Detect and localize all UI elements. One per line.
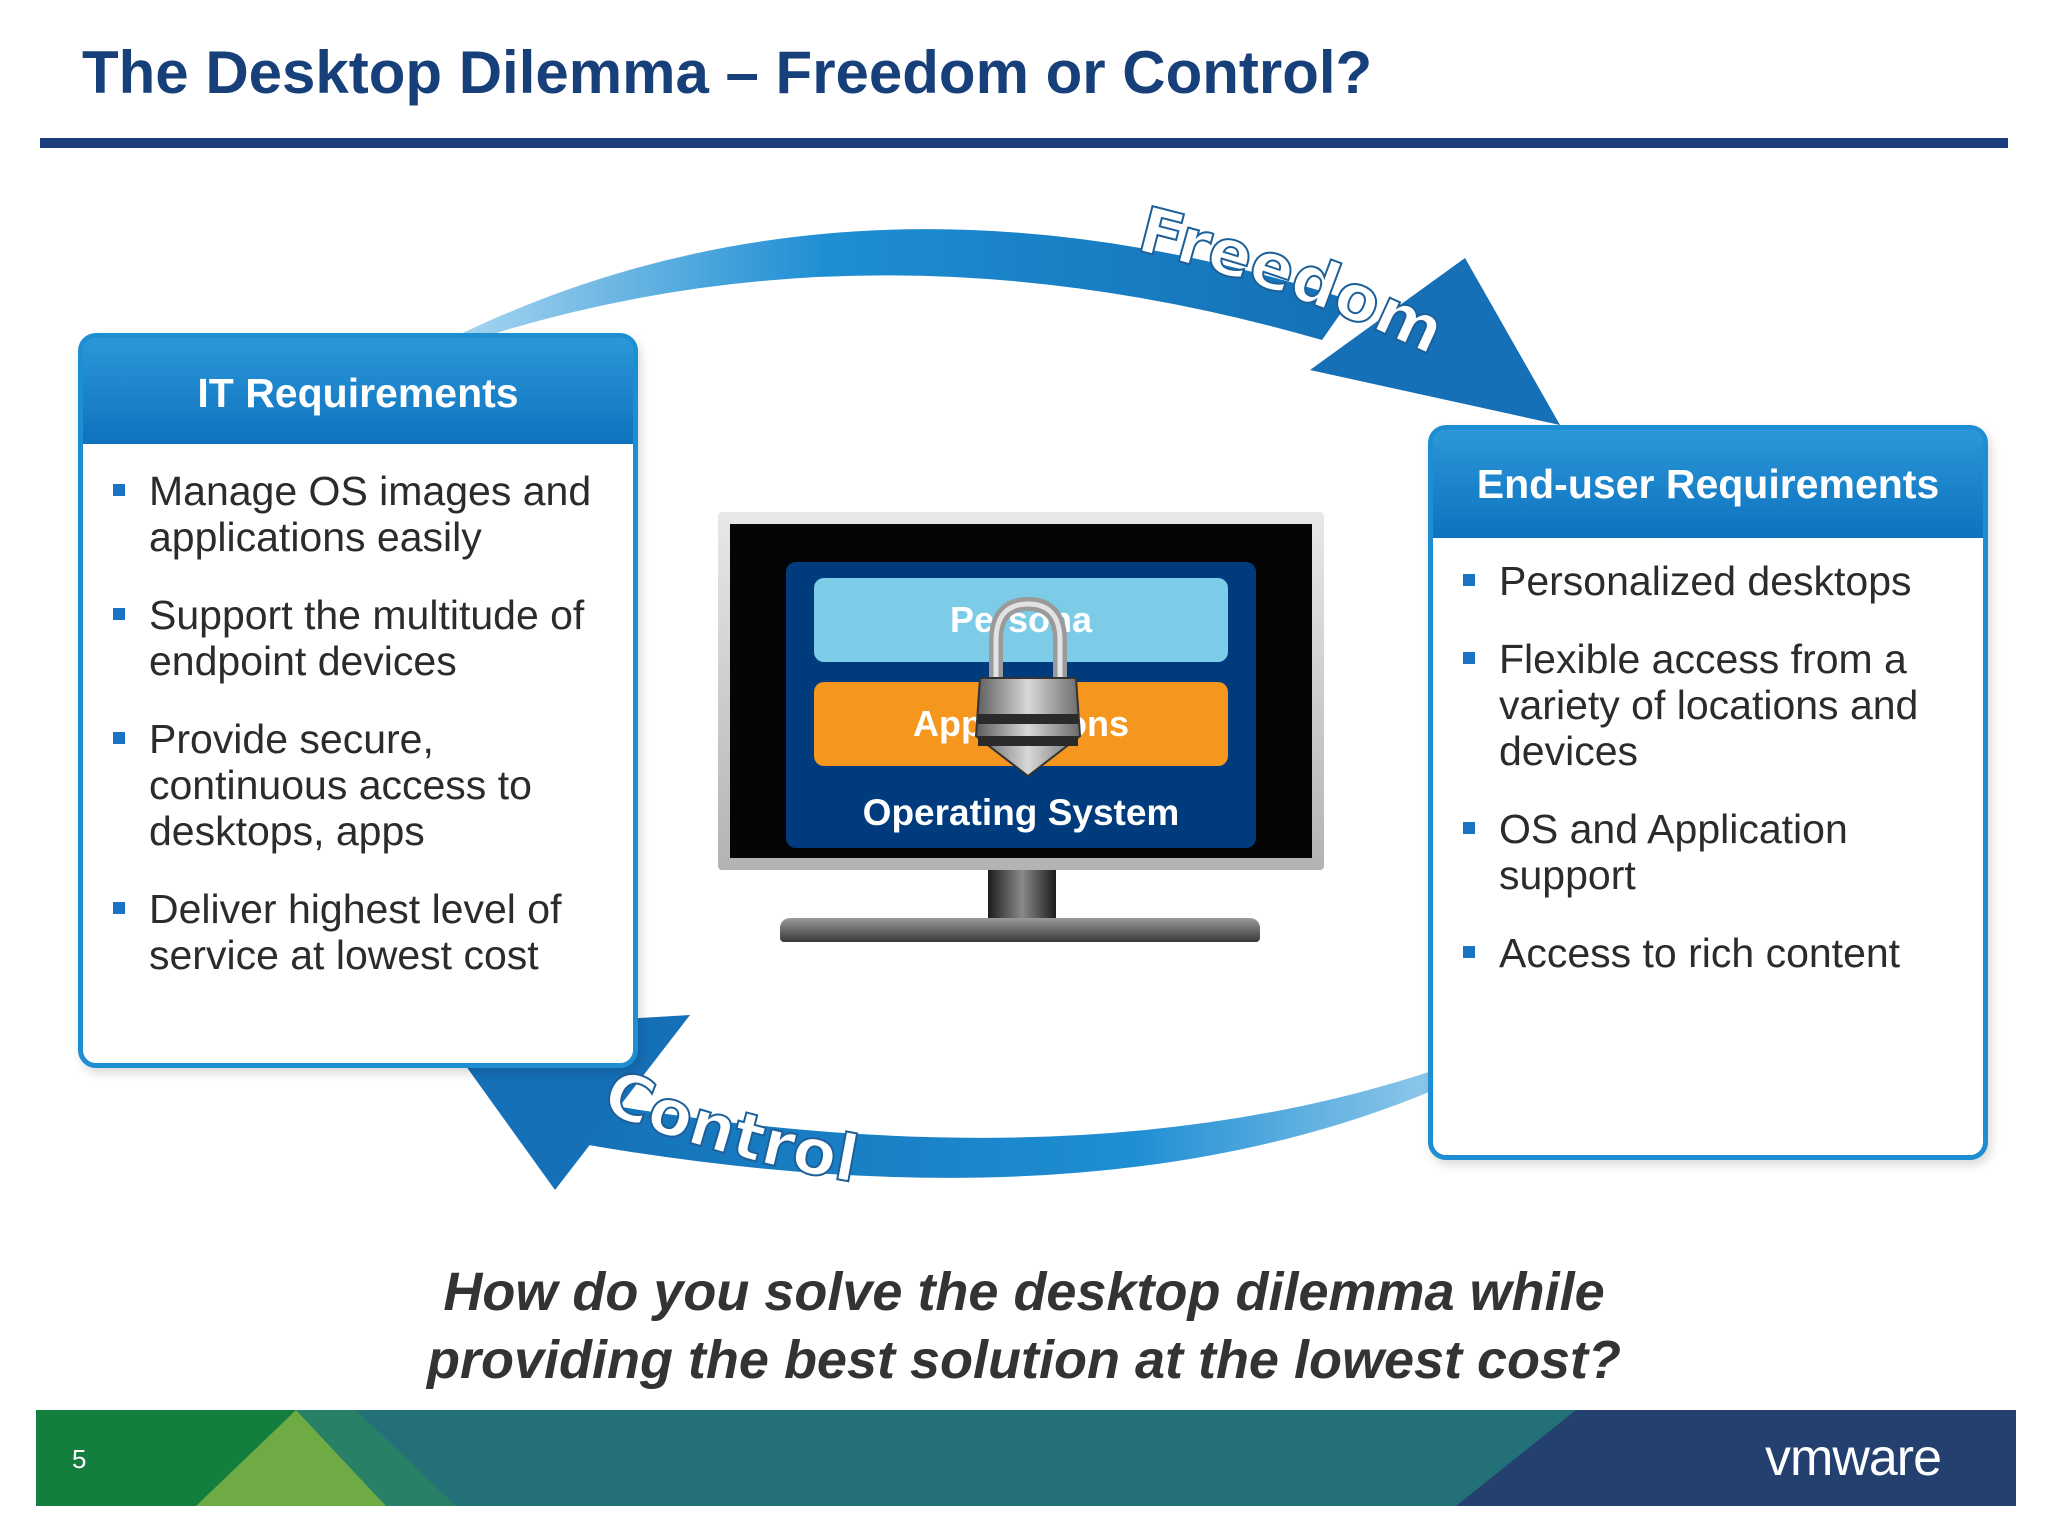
- list-item: Manage OS images and applications easily: [83, 468, 603, 560]
- svg-text:Control: Control: [594, 1056, 864, 1198]
- padlock-icon: [974, 596, 1082, 778]
- bullet-icon: [113, 732, 125, 744]
- bullet-icon: [1463, 652, 1475, 664]
- list-item: Personalized desktops: [1433, 558, 1978, 604]
- it-requirements-list: Manage OS images and applications easily…: [83, 468, 603, 1010]
- bullet-icon: [1463, 946, 1475, 958]
- list-item: Provide secure, continuous access to des…: [83, 716, 603, 854]
- enduser-requirements-header: End-user Requirements: [1433, 430, 1983, 538]
- question-line-1: How do you solve the desktop dilemma whi…: [443, 1262, 1605, 1322]
- bullet-icon: [113, 484, 125, 496]
- title-divider: [40, 138, 2008, 148]
- footer-band: [36, 1410, 2016, 1506]
- bullet-icon: [113, 608, 125, 620]
- persona-layer: Persona: [814, 578, 1228, 662]
- it-requirements-panel: IT Requirements Manage OS images and app…: [78, 333, 638, 1068]
- page-number: 5: [72, 1444, 87, 1474]
- enduser-requirements-panel: End-user Requirements Personalized deskt…: [1428, 425, 1988, 1160]
- freedom-arrow: [395, 229, 1350, 368]
- question-line-2: providing the best solution at the lowes…: [426, 1330, 1622, 1390]
- list-item: Support the multitude of endpoint device…: [83, 592, 603, 684]
- operating-system-label: Operating System: [862, 792, 1180, 833]
- vmware-logo: vmware: [1765, 1429, 1942, 1487]
- slide-title: The Desktop Dilemma – Freedom or Control…: [82, 39, 1373, 106]
- control-arrow: [560, 1000, 1600, 1178]
- bullet-icon: [113, 902, 125, 914]
- freedom-arrowhead: [1310, 258, 1560, 425]
- enduser-requirements-list: Personalized desktops Flexible access fr…: [1433, 558, 1978, 1008]
- bullet-icon: [1463, 822, 1475, 834]
- monitor-stand-base: [780, 918, 1260, 942]
- list-item: Flexible access from a variety of locati…: [1433, 636, 1978, 774]
- list-item: Deliver highest level of service at lowe…: [83, 886, 603, 978]
- it-requirements-header: IT Requirements: [83, 338, 633, 444]
- monitor-stand-neck: [988, 870, 1056, 926]
- list-item: OS and Application support: [1433, 806, 1978, 898]
- closing-question: How do you solve the desktop dilemma whi…: [0, 1258, 2048, 1394]
- list-item: Access to rich content: [1433, 930, 1978, 976]
- bullet-icon: [1463, 574, 1475, 586]
- control-label: Control: [593, 1055, 865, 1199]
